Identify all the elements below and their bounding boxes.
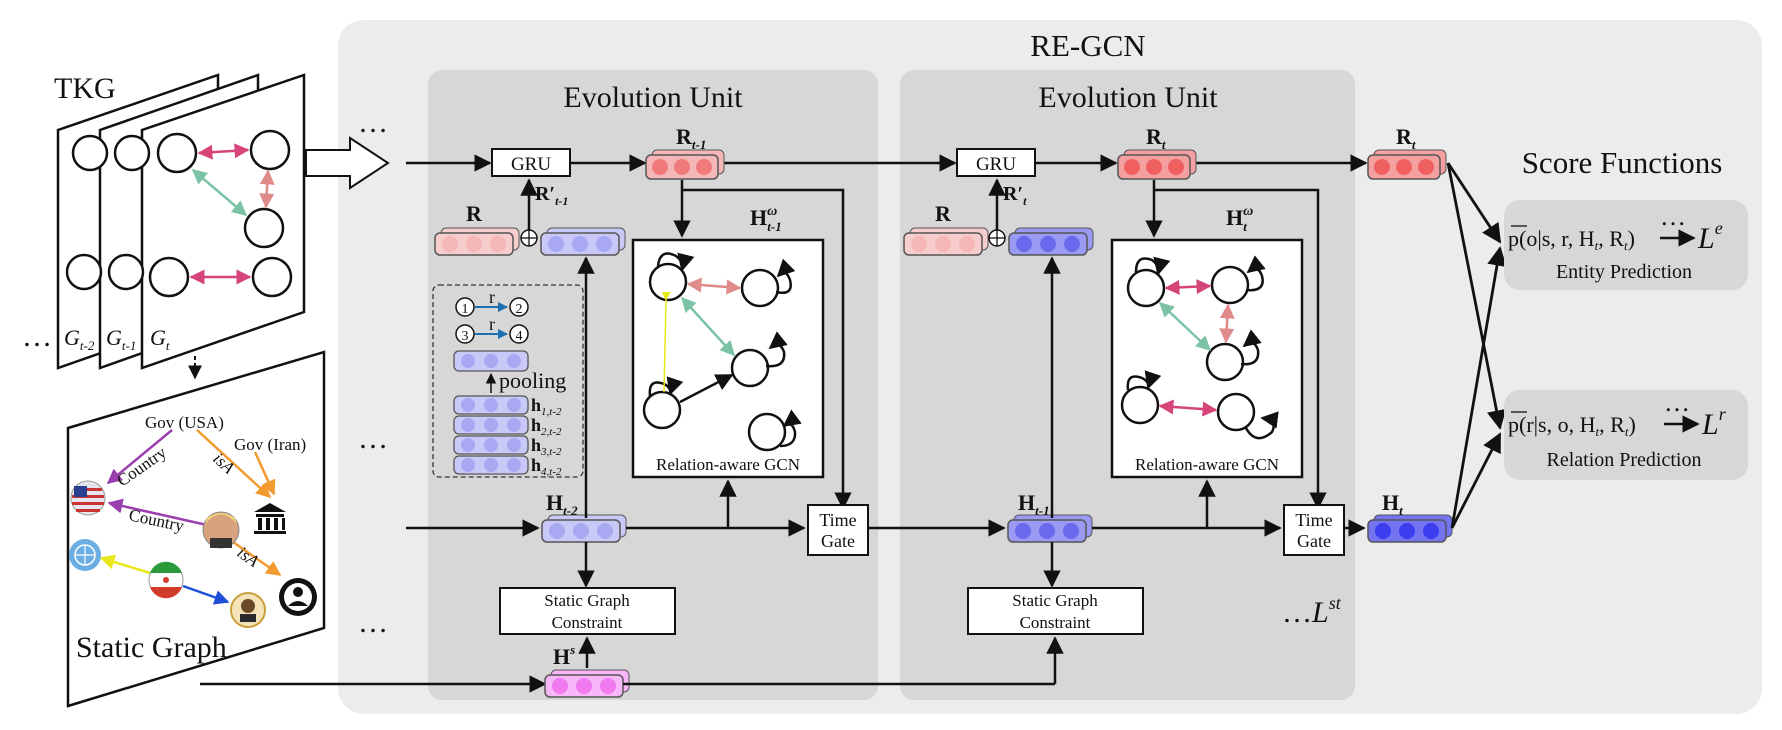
evolution-unit-1-title: Evolution Unit: [563, 81, 743, 114]
time-gate-1: [807, 504, 869, 556]
svg-text:Constraint: Constraint: [1020, 613, 1091, 632]
static-embedding-hs: [544, 669, 630, 698]
label-output-ht: Ht: [1382, 490, 1403, 518]
relation-prediction-label: Relation Prediction: [1547, 449, 1702, 471]
graph-label-gt1: Gt-1: [106, 325, 136, 353]
svg-text:2: 2: [516, 302, 523, 317]
svg-text:Gate: Gate: [821, 531, 855, 551]
static-label-gov-iran: Gov (Iran): [234, 435, 306, 454]
svg-text:Relation-aware GCN: Relation-aware GCN: [656, 455, 800, 474]
relation-embedding-r-1: [434, 227, 520, 256]
entity-embedding-ht1: [1007, 514, 1093, 543]
output-rt: [1367, 149, 1447, 180]
re-gcn-title: RE-GCN: [1030, 28, 1145, 63]
label-r-prime-1: R′t-1: [535, 183, 568, 208]
svg-text:3: 3: [462, 329, 469, 344]
svg-text:Relation-aware GCN: Relation-aware GCN: [1135, 455, 1279, 474]
svg-text:r: r: [489, 314, 495, 334]
person-icon: [279, 578, 317, 616]
ellipsis-mid: …: [358, 422, 388, 455]
label-r-2: R: [935, 201, 952, 226]
relation-prediction-panel: [1504, 390, 1748, 480]
static-graph-edges: [99, 429, 282, 605]
entity-prediction-panel: [1504, 200, 1748, 290]
label-r-prime-2: R′t: [1003, 183, 1027, 208]
pooling-box: [432, 284, 584, 478]
svg-text:Gate: Gate: [1297, 531, 1331, 551]
static-graph-label: Static Graph: [76, 631, 227, 664]
static-graph-constraint-1: [499, 587, 676, 635]
output-ht: [1367, 514, 1453, 543]
label-lst: …Lst: [1282, 593, 1342, 629]
un-emblem-icon: [69, 539, 101, 571]
gcn-graph-2: [1120, 255, 1279, 440]
usa-flag-icon: [70, 480, 106, 516]
svg-text:1: 1: [462, 302, 469, 317]
score-functions-title: Score Functions: [1522, 145, 1723, 180]
relation-embedding-rt: [1117, 149, 1197, 180]
relation-embedding-r-2: [903, 227, 989, 256]
pooled-embedding: [453, 350, 529, 372]
pooling-label: pooling: [499, 368, 566, 393]
h-row-3: h3,t-2: [531, 435, 562, 458]
svg-text:GRU: GRU: [511, 154, 551, 175]
person-photo-icon: [202, 511, 240, 549]
gru-box-1: [491, 148, 571, 177]
uniform-emblem-icon: [230, 592, 266, 628]
tkg-input-arrow: [305, 136, 390, 190]
government-building-icon: [254, 503, 286, 534]
graph-label-gt: Gt: [150, 325, 170, 353]
entity-loss: Le: [1697, 218, 1723, 255]
label-rt1: Rt-1: [676, 124, 706, 152]
entity-embedding-ht2: [541, 514, 627, 543]
ellipsis-top: …: [358, 106, 388, 139]
relation-loss: Lr: [1701, 404, 1727, 441]
entity-prediction-label: Entity Prediction: [1556, 261, 1692, 283]
tkg-ellipsis: …: [22, 320, 52, 353]
svg-text:Static Graph: Static Graph: [1012, 591, 1098, 610]
label-output-rt: Rt: [1396, 124, 1416, 152]
pooling-mini-graph: 1 2 r 3 4 r: [455, 287, 529, 344]
label-ht1: Ht-1: [1018, 490, 1050, 518]
h-row-2: h2,t-2: [531, 415, 562, 438]
svg-text:GRU: GRU: [976, 154, 1016, 175]
entity-formula: p(o|s, r, Ht, Rt): [1508, 226, 1635, 253]
tkg-stack: [56, 73, 306, 370]
graph-label-gt2: Gt-2: [64, 325, 95, 353]
evolution-unit-2-title: Evolution Unit: [1038, 81, 1218, 114]
relation-embedding-rt1: [645, 149, 725, 180]
unit-1: GRU Rt-1 R R′t-1 Relation-a: [406, 124, 1064, 698]
time-gate-2: [1283, 504, 1345, 556]
entity-loss-dots: …: [1660, 202, 1686, 231]
label-hs: Hs: [553, 642, 575, 669]
ellipsis-bottom: …: [358, 606, 388, 639]
svg-text:Time: Time: [1295, 510, 1332, 530]
svg-text:Static Graph: Static Graph: [544, 591, 630, 610]
iran-flag-icon: [148, 561, 184, 599]
gcn-graph-1: [642, 252, 802, 452]
relation-formula: p(r|s, o, Ht, Rt): [1508, 412, 1636, 439]
static-graph-constraint-2: [967, 587, 1144, 635]
entity-pooled-embedding-2: [1008, 227, 1094, 256]
relation-loss-dots: …: [1664, 388, 1690, 417]
svg-text:Constraint: Constraint: [552, 613, 623, 632]
tkg-label: TKG: [54, 72, 116, 105]
h-row-1: h1,t-2: [531, 395, 562, 418]
svg-text:Time: Time: [819, 510, 856, 530]
svg-text:4: 4: [516, 329, 523, 344]
label-r-1: R: [466, 201, 483, 226]
entity-rows: [453, 395, 529, 475]
entity-pooled-embedding-1: [540, 227, 626, 256]
svg-text:r: r: [489, 287, 495, 307]
h-row-4: h4,t-2: [531, 455, 562, 478]
label-rt: Rt: [1146, 124, 1166, 152]
label-ht2: Ht-2: [546, 490, 578, 518]
score-arrows: [1446, 162, 1507, 529]
static-label-gov-usa: Gov (USA): [145, 413, 224, 432]
